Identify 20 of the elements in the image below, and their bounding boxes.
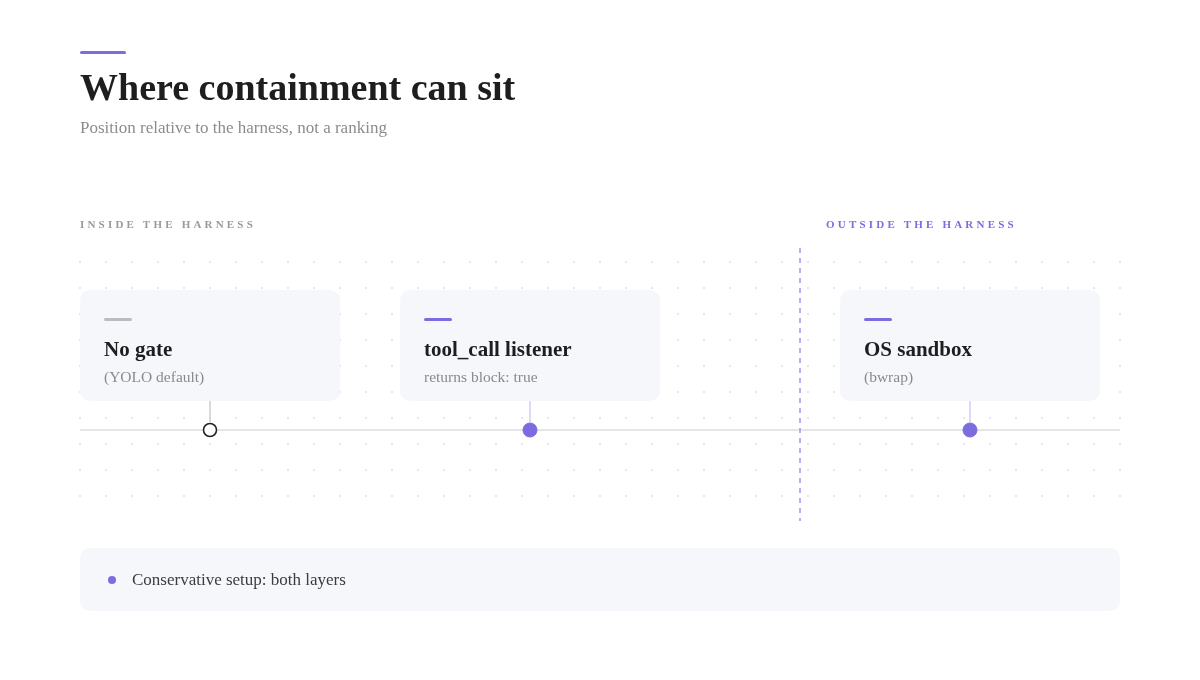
filled-circle-icon: [962, 422, 978, 438]
leader-line: [529, 400, 531, 423]
option-card: [80, 290, 340, 401]
filled-circle-icon: [522, 422, 538, 438]
title: Where containment can sit: [80, 65, 516, 110]
legend-text: Conservative setup: both layers: [132, 569, 346, 591]
card-subtitle: (YOLO default): [104, 367, 205, 387]
section-heading: INSIDE THE HARNESS: [80, 217, 256, 231]
option-card: [400, 290, 660, 401]
section-heading: OUTSIDE THE HARNESS: [826, 217, 1017, 231]
leader-line: [209, 400, 211, 423]
option-card: [840, 290, 1100, 401]
leader-line: [969, 400, 971, 423]
subtitle: Position relative to the harness, not a ranking: [80, 117, 387, 139]
open-circle-icon: [202, 422, 218, 438]
card-subtitle: returns block: true: [424, 367, 538, 387]
card-subtitle: (bwrap): [864, 367, 914, 387]
card-title: No gate: [104, 336, 173, 362]
card-title: tool_call listener: [424, 336, 572, 362]
card-title: OS sandbox: [864, 336, 972, 362]
